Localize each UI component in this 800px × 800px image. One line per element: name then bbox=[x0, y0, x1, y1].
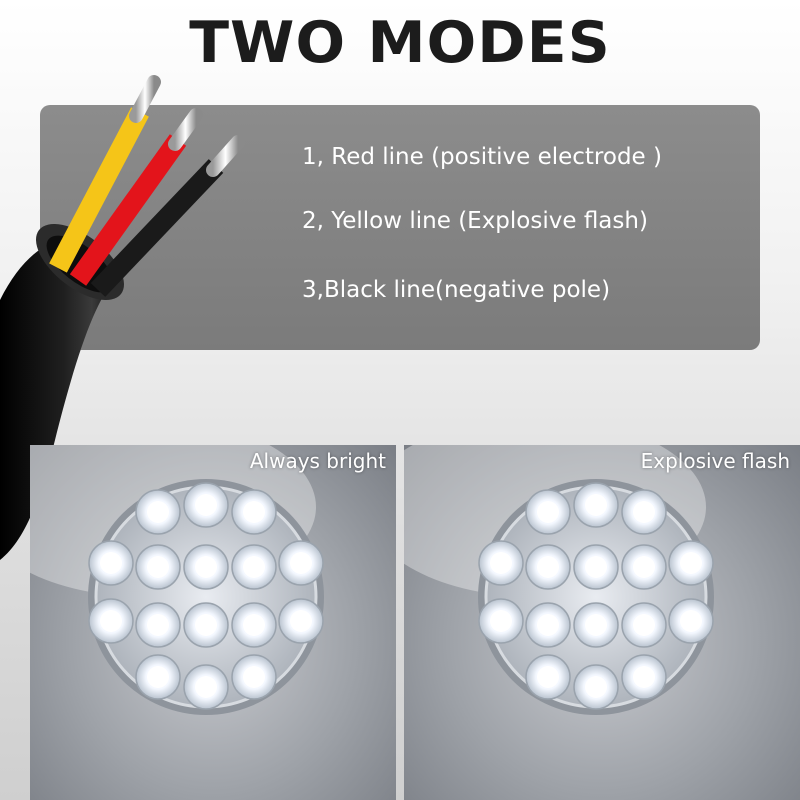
led-bulb bbox=[525, 654, 571, 700]
led-bulb bbox=[135, 602, 181, 648]
led-bulb bbox=[621, 602, 667, 648]
mode-photo-always-bright: Always bright bbox=[30, 445, 396, 800]
led-bulb bbox=[183, 602, 229, 648]
led-bulb bbox=[478, 540, 524, 586]
led-bulb bbox=[621, 489, 667, 535]
led-lamp-image bbox=[30, 445, 324, 715]
wire-description-yellow: 2, Yellow line (Explosive flash) bbox=[302, 208, 648, 234]
led-bulb bbox=[88, 540, 134, 586]
led-bulb bbox=[525, 544, 571, 590]
led-bulb bbox=[231, 602, 277, 648]
led-bulb bbox=[135, 654, 181, 700]
led-bulb bbox=[231, 544, 277, 590]
led-bulb bbox=[478, 598, 524, 644]
page-title: TWO MODES bbox=[189, 9, 611, 76]
led-bulb bbox=[231, 654, 277, 700]
led-bulb bbox=[621, 544, 667, 590]
led-bulb bbox=[183, 544, 229, 590]
wire-description-black: 3,Black line(negative pole) bbox=[302, 277, 611, 303]
wire-description-red: 1, Red line (positive electrode ) bbox=[302, 144, 662, 170]
led-bulb bbox=[278, 598, 324, 644]
led-bulb bbox=[573, 482, 619, 528]
led-bulb bbox=[668, 540, 714, 586]
led-bulb bbox=[525, 602, 571, 648]
mode-photo-explosive-flash: Explosive flash bbox=[404, 445, 800, 800]
mode-caption-explosive-flash: Explosive flash bbox=[640, 449, 790, 473]
led-bulb bbox=[621, 654, 667, 700]
led-bulb bbox=[573, 664, 619, 710]
led-bulb bbox=[231, 489, 277, 535]
led-bulb bbox=[135, 489, 181, 535]
mode-caption-always-bright: Always bright bbox=[249, 449, 386, 473]
led-bulb bbox=[573, 544, 619, 590]
led-bulb bbox=[668, 598, 714, 644]
led-bulb bbox=[278, 540, 324, 586]
led-bulb bbox=[183, 664, 229, 710]
led-bulb bbox=[183, 482, 229, 528]
led-lamp-image bbox=[404, 445, 714, 715]
led-bulb bbox=[135, 544, 181, 590]
led-bulb bbox=[573, 602, 619, 648]
led-bulb bbox=[525, 489, 571, 535]
led-bulb bbox=[88, 598, 134, 644]
